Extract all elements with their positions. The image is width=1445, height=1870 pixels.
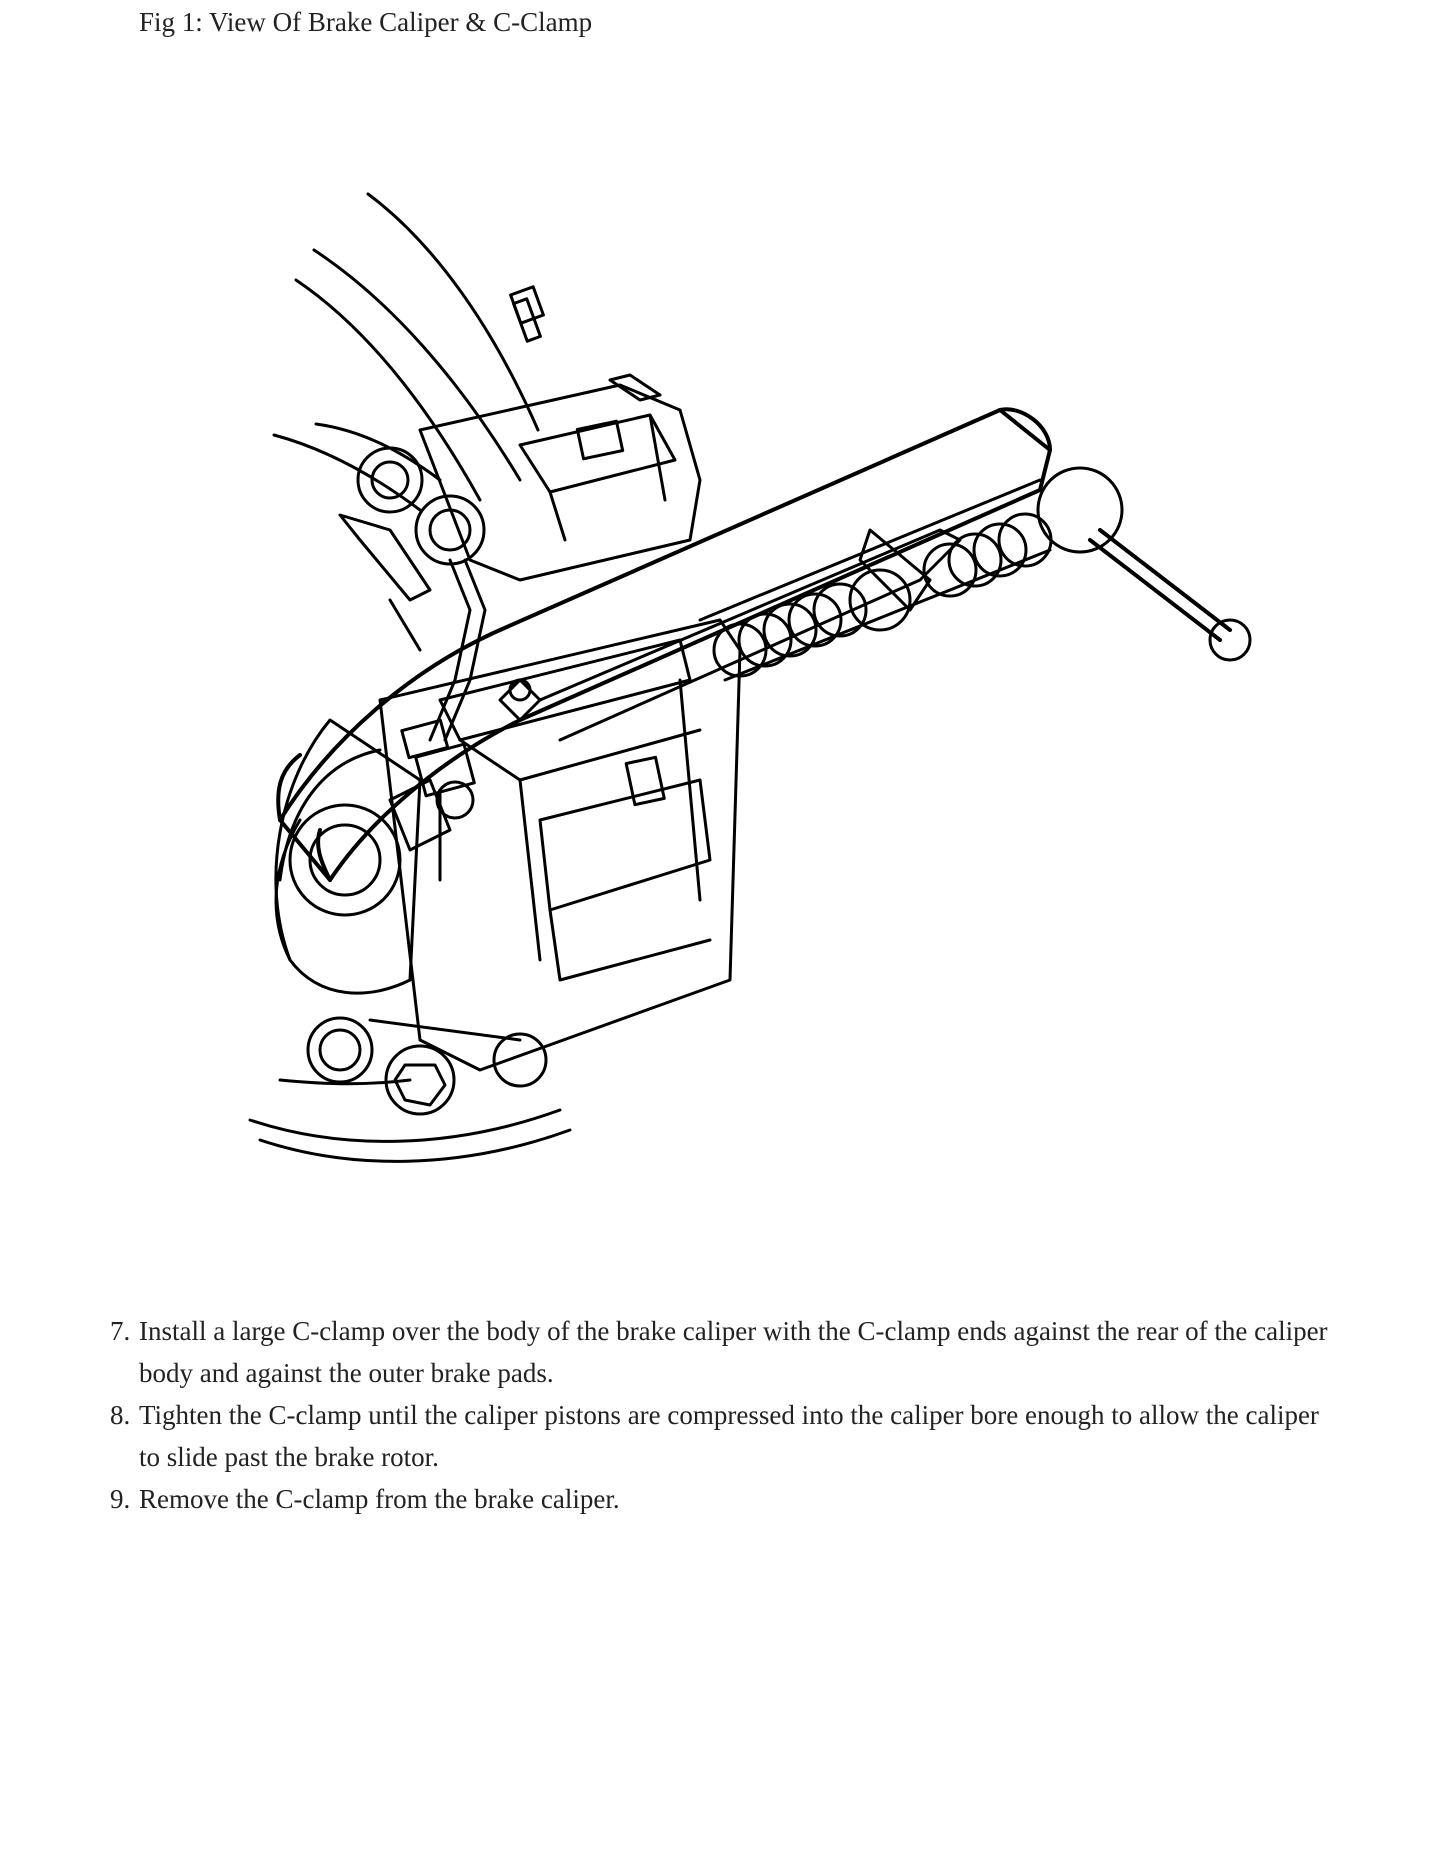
rotor-arc-bottom-group — [248, 1078, 572, 1163]
step-text: Remove the C-clamp from the brake calipe… — [139, 1484, 620, 1514]
caliper-upper-body — [338, 373, 702, 652]
c-clamp-screw-group — [698, 466, 1252, 682]
caliper-lower-body — [378, 618, 742, 1072]
rotor-arc-top-group — [272, 192, 540, 512]
figure-caption: Fig 1: View Of Brake Caliper & C-Clamp — [139, 7, 593, 37]
step-number: 7. — [110, 1316, 131, 1346]
step-number: 9. — [110, 1484, 131, 1514]
step-item: 9. Remove the C-clamp from the brake cal… — [110, 1478, 1339, 1520]
brake-hose-group — [400, 558, 487, 882]
step-item: 8. Tighten the C-clamp until the caliper… — [110, 1394, 1339, 1478]
step-text: Tighten the C-clamp until the caliper pi… — [139, 1400, 1319, 1472]
step-number: 8. — [110, 1400, 131, 1430]
bleeder-screw-group — [509, 285, 545, 343]
step-text: Install a large C-clamp over the body of… — [139, 1316, 1328, 1388]
brake-caliper-c-clamp-illustration — [220, 180, 1260, 1180]
step-item: 7. Install a large C-clamp over the body… — [110, 1310, 1339, 1394]
caliper-piston-housing — [274, 718, 452, 995]
lower-bolts-group — [306, 1016, 548, 1116]
instruction-steps-list: 7. Install a large C-clamp over the body… — [110, 1310, 1339, 1520]
